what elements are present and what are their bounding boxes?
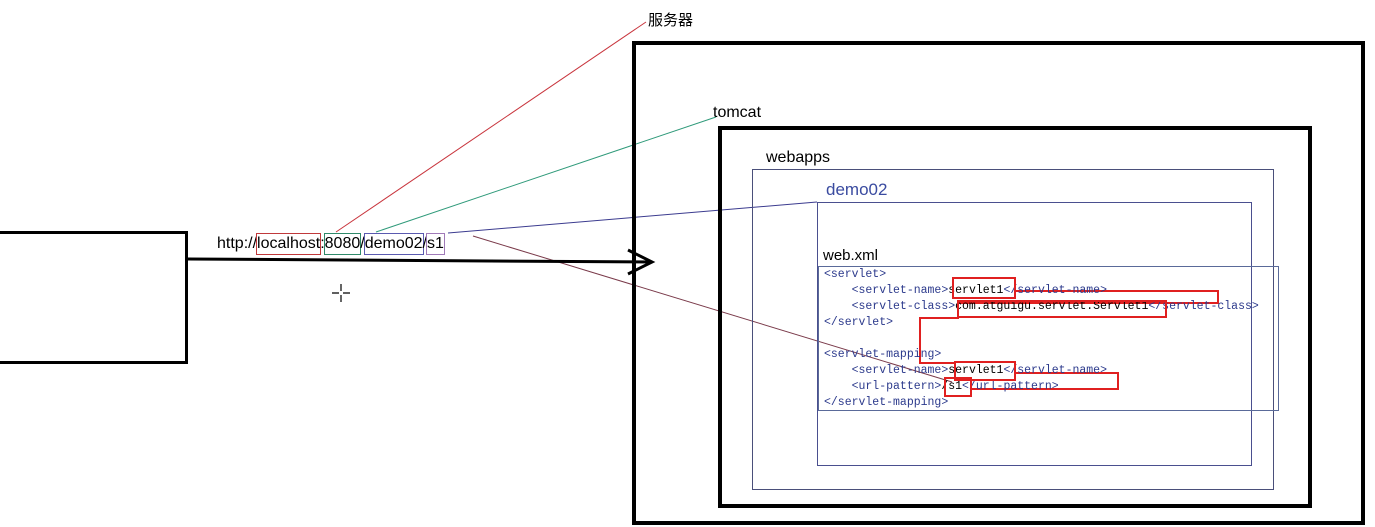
url-slash: / (422, 235, 427, 252)
xml-line: </servlet> (824, 316, 894, 329)
servlet-class-value: com.atguigu.servlet.Servlet1 (955, 300, 1149, 313)
url-pattern-highlight (944, 377, 972, 397)
request-arrow-line (187, 257, 653, 264)
xml-line: <servlet> (824, 268, 887, 281)
xml-line: <servlet-name>servlet1</servlet-name> (824, 284, 1107, 297)
url-host: localhost (256, 233, 322, 255)
server-box (632, 41, 1365, 525)
mapping-name-highlight (954, 361, 1016, 381)
url-pattern-value: /s1 (941, 380, 963, 393)
url-slash: / (360, 235, 365, 252)
web-xml-label: web.xml (823, 247, 879, 264)
url-path: s1 (425, 233, 445, 255)
crosshair-cursor-icon (332, 284, 350, 302)
tomcat-label: tomcat (713, 104, 762, 121)
xml-line: <servlet-class>com.atguigu.servlet.Servl… (824, 300, 1259, 313)
app-label: demo02 (826, 180, 888, 199)
xml-line: <servlet-mapping> (824, 348, 942, 361)
webapps-label: webapps (766, 149, 831, 166)
app-box (817, 202, 1252, 466)
url-port-separator: : (320, 235, 325, 252)
server-label: 服务器 (648, 11, 694, 29)
tomcat-connector-line (375, 116, 717, 233)
client-browser-box (0, 231, 188, 364)
server-connector-line (335, 21, 647, 233)
pattern-connector (972, 372, 1119, 390)
webapps-box (752, 169, 1274, 490)
servlet-name-value: servlet1 (948, 284, 1004, 297)
url-app: demo02 (363, 233, 424, 255)
request-url: http://localhost:8080/demo02/s1 (217, 233, 445, 255)
mapping-servlet-name-value: servlet1 (948, 364, 1004, 377)
web-xml-box (818, 266, 1279, 411)
servlet-name-highlight (952, 277, 1016, 299)
xml-line: </servlet-mapping> (824, 396, 949, 409)
request-arrow-head (627, 248, 656, 276)
url-scheme: http:// (217, 235, 258, 252)
xml-line: <servlet-name>servlet1</servlet-name> (824, 364, 1107, 377)
xml-line: <url-pattern>/s1</url-pattern> (824, 380, 1059, 393)
url-port: 8080 (323, 233, 362, 255)
tomcat-box (718, 126, 1312, 508)
servlet-class-highlight (957, 300, 1167, 318)
